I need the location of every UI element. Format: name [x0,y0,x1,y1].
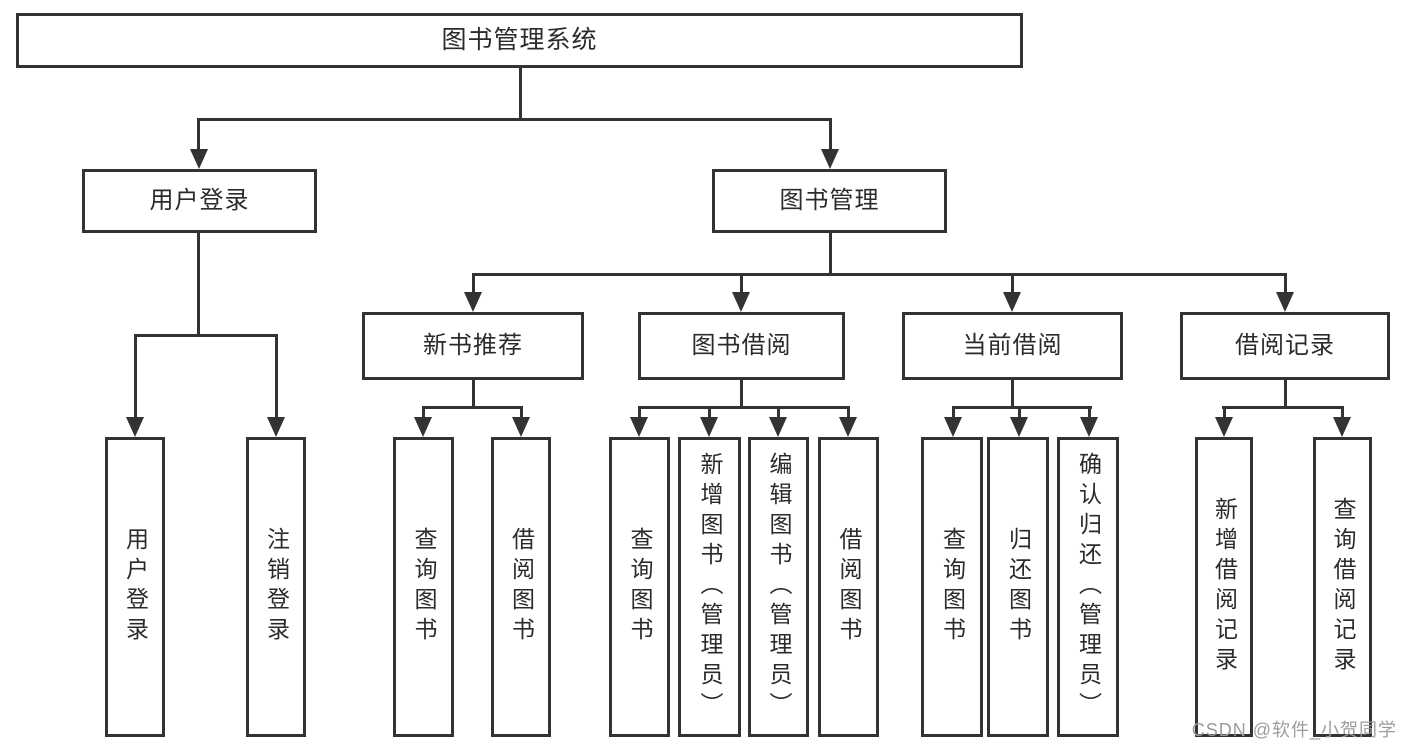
node-user-login: 用户登录 [82,169,317,233]
connector-current-borrow-drop [1011,377,1014,409]
connector-level3-rail [472,273,1287,276]
arrow-down-icon [267,417,285,437]
node-book-management: 图书管理 [712,169,947,233]
connector-stem [708,406,711,422]
arrow-down-icon [821,149,839,169]
arrow-down-icon [1003,292,1021,312]
connector-stem [1018,406,1021,422]
arrow-down-icon [700,417,718,437]
connector-stem-leaf-login [134,334,137,420]
connector-book-borrow-rail [638,406,850,409]
arrow-down-icon [769,417,787,437]
leaf-cb-return-book: 归还图书 [987,437,1049,737]
leaf-cb-query-book: 查询图书 [921,437,983,737]
connector-stem [952,406,955,422]
node-current-borrow: 当前借阅 [902,312,1123,380]
connector-new-book-rec-drop [472,377,475,409]
connector-stem-leaf-logout [275,334,278,420]
leaf-bb-edit-book-admin: 编辑图书（管理员） [748,437,809,737]
connector-book-borrow-drop [740,377,743,409]
leaf-bb-borrow-book: 借阅图书 [818,437,879,737]
node-library-system: 图书管理系统 [16,13,1023,68]
connector-root-drop [519,65,522,121]
connector-stem [520,406,523,422]
arrow-down-icon [190,149,208,169]
node-book-borrow: 图书借阅 [638,312,845,380]
arrow-down-icon [414,417,432,437]
node-borrow-record: 借阅记录 [1180,312,1390,380]
arrow-down-icon [1276,292,1294,312]
connector-stem-current-borrow [1011,273,1014,295]
connector-stem [1341,406,1344,422]
connector-stem-borrow-record [1284,273,1287,295]
leaf-cb-confirm-return-admin: 确认归还（管理员） [1057,437,1119,737]
arrow-down-icon [630,417,648,437]
arrow-down-icon [1215,417,1233,437]
connector-stem [422,406,425,422]
arrow-down-icon [464,292,482,312]
arrow-down-icon [1080,417,1098,437]
connector-stem [1223,406,1226,422]
connector-borrow-record-rail [1222,406,1344,409]
connector-stem [777,406,780,422]
leaf-user-login: 用户登录 [105,437,165,737]
arrow-down-icon [512,417,530,437]
connector-stem-user-login [197,118,200,153]
connector-user-login-rail [134,334,278,337]
connector-stem-new-book-rec [472,273,475,295]
connector-borrow-record-drop [1284,377,1287,409]
connector-book-mgmt-drop [829,230,832,276]
connector-new-book-rec-rail [422,406,523,409]
connector-stem-book-mgmt [829,118,832,153]
leaf-bb-query-book: 查询图书 [609,437,670,737]
connector-level2-rail [197,118,832,121]
connector-user-login-drop [197,230,200,336]
arrow-down-icon [1010,417,1028,437]
connector-stem [638,406,641,422]
csdn-watermark: CSDN @软件_小贺同学 [1191,720,1397,740]
leaf-logout: 注销登录 [246,437,306,737]
leaf-br-add-record: 新增借阅记录 [1195,437,1253,737]
arrow-down-icon [1333,417,1351,437]
leaf-bb-add-book-admin: 新增图书（管理员） [678,437,741,737]
connector-stem-book-borrow [740,273,743,295]
leaf-rec-borrow-book: 借阅图书 [491,437,551,737]
node-new-book-recommend: 新书推荐 [362,312,584,380]
arrow-down-icon [839,417,857,437]
leaf-br-query-record: 查询借阅记录 [1313,437,1372,737]
connector-stem [1088,406,1091,422]
arrow-down-icon [126,417,144,437]
arrow-down-icon [732,292,750,312]
connector-current-borrow-rail [952,406,1092,409]
connector-stem [847,406,850,422]
leaf-rec-query-book: 查询图书 [393,437,454,737]
arrow-down-icon [944,417,962,437]
